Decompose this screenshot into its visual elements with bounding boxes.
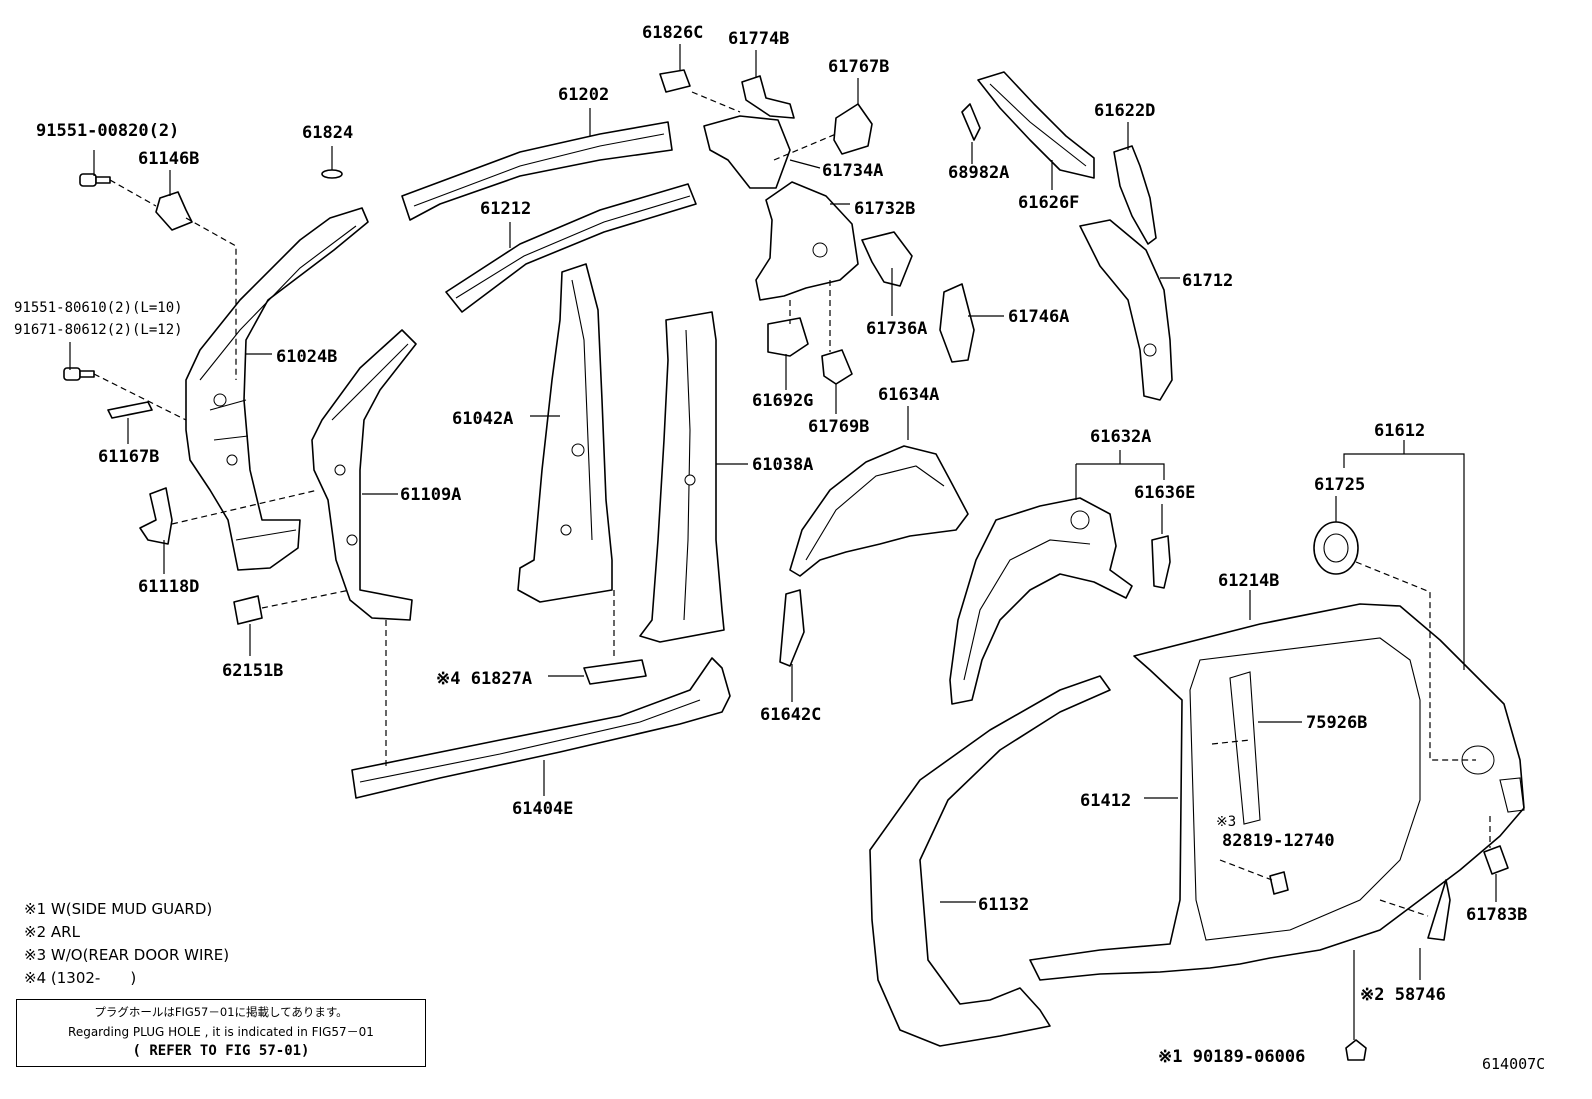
roof-rail-61202-shape (401, 121, 673, 221)
bracket-61692g-shape (767, 317, 809, 357)
label-note3-marker: ※3 (1216, 814, 1236, 830)
label-61612: 61612 (1374, 421, 1425, 441)
wheel-house-61634a-shape (789, 445, 969, 577)
panel-61712-shape (1079, 219, 1173, 401)
pad-61827a-shape (583, 659, 647, 685)
roof-rail-61212-shape (445, 183, 697, 313)
label-61146b: 61146B (138, 149, 199, 169)
bolt-91551-00820-shape (79, 173, 111, 187)
center-pillar-61038a-shape (639, 311, 725, 643)
panel-61734a-shape (703, 115, 791, 189)
wheel-house-61632a-shape (949, 497, 1133, 705)
label-82819-12740: 82819-12740 (1222, 831, 1335, 851)
label-61712: 61712 (1182, 271, 1233, 291)
label-61404e: 61404E (512, 799, 573, 819)
label-61024b: 61024B (276, 347, 337, 367)
label-61642c: 61642C (760, 705, 821, 725)
label-61214b: 61214B (1218, 571, 1279, 591)
bolt-91551-80610-shape (63, 367, 95, 381)
footnote-1: ※1 W(SIDE MUD GUARD) (24, 900, 213, 918)
panel-61642c-shape (779, 589, 805, 667)
clip-61824-shape (321, 169, 343, 179)
label-91551-80610: 91551-80610(2)(L=10) (14, 300, 183, 316)
bracket-61146b-shape (155, 191, 193, 231)
bracket-61746a-shape (939, 283, 975, 363)
label-68982a: 68982A (948, 163, 1009, 183)
label-61725: 61725 (1314, 475, 1365, 495)
label-61632a: 61632A (1090, 427, 1151, 447)
leader-lines (69, 44, 1497, 1040)
label-90189-06006: ※1 90189-06006 (1158, 1047, 1305, 1067)
reference-link: ( REFER TO FIG 57-01) (132, 1043, 310, 1059)
footnote-2: ※2 ARL (24, 923, 80, 941)
bracket-61622d-shape (1113, 145, 1157, 245)
label-91671-80612: 91671-80612(2)(L=12) (14, 322, 183, 338)
label-75926b: 75926B (1306, 713, 1367, 733)
label-61692g: 61692G (752, 391, 813, 411)
label-61167b: 61167B (98, 447, 159, 467)
part-61167b-shape (107, 401, 153, 419)
label-61212: 61212 (480, 199, 531, 219)
label-61827a: ※4 61827A (436, 669, 532, 689)
label-61636e: 61636E (1134, 483, 1195, 503)
label-61412: 61412 (1080, 791, 1131, 811)
bracket-61636e-shape (1151, 535, 1171, 589)
panel-61626f-shape (977, 71, 1095, 179)
label-61622d: 61622D (1094, 101, 1155, 121)
footnote-3: ※3 W/O(REAR DOOR WIRE) (24, 946, 230, 964)
bracket-61118d-shape (139, 487, 173, 545)
fuel-door-61725-shape (1313, 521, 1359, 575)
label-61783b: 61783B (1466, 905, 1527, 925)
label-61732b: 61732B (854, 199, 915, 219)
side-outer-panel-shape (869, 603, 1525, 1047)
bracket-61774b-shape (741, 75, 795, 119)
label-61734a: 61734A (822, 161, 883, 181)
front-pillar-61024b-shape (185, 207, 369, 571)
clip-90189-06006-shape (1345, 1039, 1367, 1061)
label-61824: 61824 (302, 123, 353, 143)
label-61042a: 61042A (452, 409, 513, 429)
block-62151b-shape (233, 595, 263, 625)
label-61626f: 61626F (1018, 193, 1079, 213)
bracket-61736a-shape (861, 231, 913, 287)
label-91551-00820: 91551-00820(2) (36, 121, 179, 141)
assembly-dashed-lines (93, 91, 1491, 917)
pad-61783b-shape (1483, 845, 1509, 875)
footnotes: ※1 W(SIDE MUD GUARD) ※2 ARL ※3 W/O(REAR … (24, 898, 229, 990)
label-61132: 61132 (978, 895, 1029, 915)
reference-jp: プラグホールはFIG57－01に掲載してあります。 (94, 1005, 348, 1019)
rocker-61404e-shape (351, 657, 731, 799)
footnote-4: ※4 (1302- ) (24, 969, 137, 987)
pillar-61109a-shape (311, 329, 417, 621)
panel-61732b-shape (755, 181, 859, 301)
label-61109a: 61109A (400, 485, 461, 505)
clip-68982a-shape (961, 103, 981, 141)
label-61634a: 61634A (878, 385, 939, 405)
label-61118d: 61118D (138, 577, 199, 597)
mud-guard-58746-shape (1427, 879, 1451, 941)
label-61746a: 61746A (1008, 307, 1069, 327)
label-61769b: 61769B (808, 417, 869, 437)
bracket-61767b-shape (833, 103, 873, 155)
clip-82819-12740-shape (1269, 871, 1289, 895)
label-61767b: 61767B (828, 57, 889, 77)
label-61736a: 61736A (866, 319, 927, 339)
label-61826c: 61826C (642, 23, 703, 43)
reference-box: プラグホールはFIG57－01に掲載してあります。 Regarding PLUG… (16, 999, 426, 1067)
part-labels: 91551-00820(2) 61146B 61824 61202 61826C… (14, 23, 1527, 1067)
label-61038a: 61038A (752, 455, 813, 475)
center-pillar-61042a-shape (517, 263, 613, 603)
label-61774b: 61774B (728, 29, 789, 49)
reference-en: Regarding PLUG HOLE , it is indicated in… (68, 1025, 374, 1039)
label-61202: 61202 (558, 85, 609, 105)
block-61826c-shape (659, 69, 691, 93)
figure-id: 614007C (1482, 1055, 1546, 1073)
label-58746: ※2 58746 (1360, 985, 1446, 1005)
label-62151b: 62151B (222, 661, 283, 681)
bracket-61769b-shape (821, 349, 853, 385)
